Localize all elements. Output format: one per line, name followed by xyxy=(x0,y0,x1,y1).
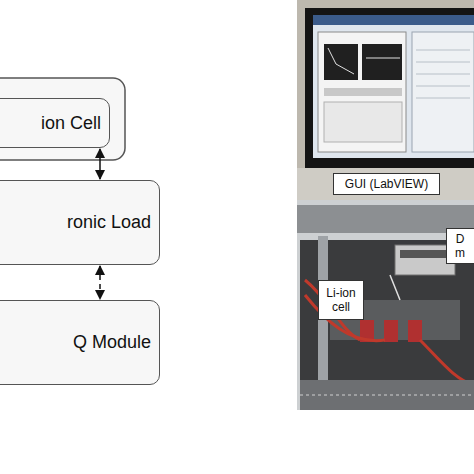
double-arrow xyxy=(99,149,101,179)
photo-callout: GUI (LabVIEW) xyxy=(333,173,440,195)
box-label: ronic Load xyxy=(67,212,151,233)
process-box: ion Cell xyxy=(0,98,110,148)
callout-text: Li-ion cell xyxy=(321,286,361,314)
double-arrow xyxy=(99,266,101,299)
photo-callout: Li-ion cell xyxy=(318,280,364,320)
photo-callout: D m xyxy=(446,228,474,264)
process-box: Q Module xyxy=(0,300,160,385)
process-box: ronic Load xyxy=(0,180,160,265)
box-label: Q Module xyxy=(73,332,151,353)
enclosure-box xyxy=(0,78,125,160)
callout-text: GUI (LabVIEW) xyxy=(345,177,428,191)
setup-photo xyxy=(297,0,474,410)
box-label: ion Cell xyxy=(41,113,101,134)
callout-text: D m xyxy=(453,232,467,260)
